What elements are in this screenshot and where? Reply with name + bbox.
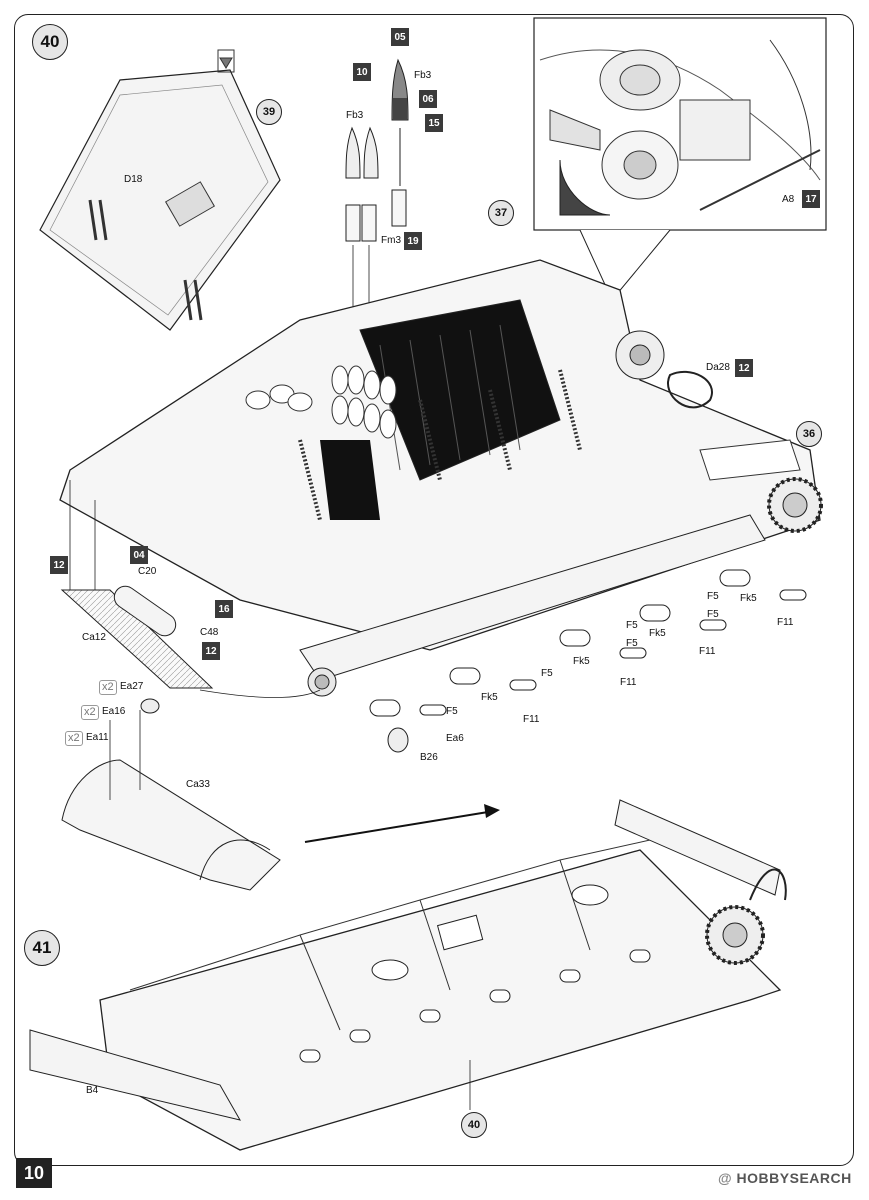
- reference-step-40: 40: [461, 1112, 487, 1138]
- watermark-brand: HOBBY: [736, 1170, 790, 1186]
- hull-bottom: [29, 799, 787, 1151]
- label-f5-1: F5: [446, 706, 458, 717]
- page-number: 10: [16, 1158, 52, 1188]
- shell-parts: [345, 58, 409, 500]
- reference-step-39: 39: [256, 99, 282, 125]
- label-fk5-1: Fk5: [481, 692, 498, 703]
- suspension-arms: [299, 514, 807, 753]
- label-fb3-top: Fb3: [414, 70, 432, 81]
- label-f11-4: F11: [777, 617, 794, 628]
- label-d18: D18: [124, 174, 143, 185]
- engine-deck-cover: [39, 49, 281, 331]
- label-ea6: Ea6: [446, 733, 464, 744]
- label-ea16: Ea16: [102, 706, 126, 717]
- label-fk5-2: Fk5: [573, 656, 590, 667]
- label-fb3-left: Fb3: [346, 110, 364, 121]
- sprue-code-12-c48: 12: [202, 642, 220, 660]
- sprue-code-04: 04: [130, 546, 148, 564]
- label-f5-5: F5: [707, 609, 719, 620]
- sprue-code-19: 19: [404, 232, 422, 250]
- sprue-code-12-ca12: 12: [50, 556, 68, 574]
- qty-ea27: x2: [99, 680, 117, 695]
- sprue-code-10: 10: [353, 63, 371, 81]
- label-c20: C20: [138, 566, 157, 577]
- label-da28: Da28: [706, 362, 730, 373]
- label-f11-1: F11: [523, 714, 540, 725]
- step-number-40: 40: [32, 24, 68, 60]
- page-frame: [14, 14, 854, 1166]
- label-ca12: Ca12: [82, 632, 106, 643]
- label-b26: B26: [420, 752, 438, 763]
- label-fk5-3: Fk5: [649, 628, 666, 639]
- label-c48: C48: [200, 627, 219, 638]
- label-ea11: Ea11: [86, 732, 109, 743]
- detail-inset: [533, 17, 827, 301]
- label-a8: A8: [782, 194, 795, 205]
- label-fk5-4: Fk5: [740, 593, 757, 604]
- sprue-code-15: 15: [425, 114, 443, 132]
- sprue-code-05: 05: [391, 28, 409, 46]
- label-f11-2: F11: [620, 677, 637, 688]
- ca33-part: [61, 698, 281, 891]
- step-number-41: 41: [24, 930, 60, 966]
- sprue-code-17: 17: [802, 190, 820, 208]
- qty-ea16: x2: [81, 705, 99, 720]
- label-f5-4: F5: [626, 620, 638, 631]
- label-fm3: Fm3: [381, 235, 401, 246]
- label-f11-3: F11: [699, 646, 716, 657]
- label-b4: B4: [86, 1085, 99, 1096]
- label-f5-3: F5: [626, 638, 638, 649]
- watermark-suffix: SEARCH: [789, 1170, 852, 1186]
- assembly-arrow: [304, 811, 489, 843]
- label-ca33: Ca33: [186, 779, 210, 790]
- watermark-mark: @: [718, 1170, 733, 1186]
- label-ea27: Ea27: [120, 681, 144, 692]
- reference-step-36: 36: [796, 421, 822, 447]
- sprue-code-16: 16: [215, 600, 233, 618]
- qty-ea11: x2: [65, 731, 83, 746]
- label-f5-2: F5: [541, 668, 553, 679]
- side-plate-parts: [60, 480, 321, 698]
- reference-step-37: 37: [488, 200, 514, 226]
- sprue-code-06: 06: [419, 90, 437, 108]
- sprue-code-12-da28: 12: [735, 359, 753, 377]
- watermark-logo: @ HOBBYSEARCH: [718, 1170, 852, 1186]
- label-f5-6: F5: [707, 591, 719, 602]
